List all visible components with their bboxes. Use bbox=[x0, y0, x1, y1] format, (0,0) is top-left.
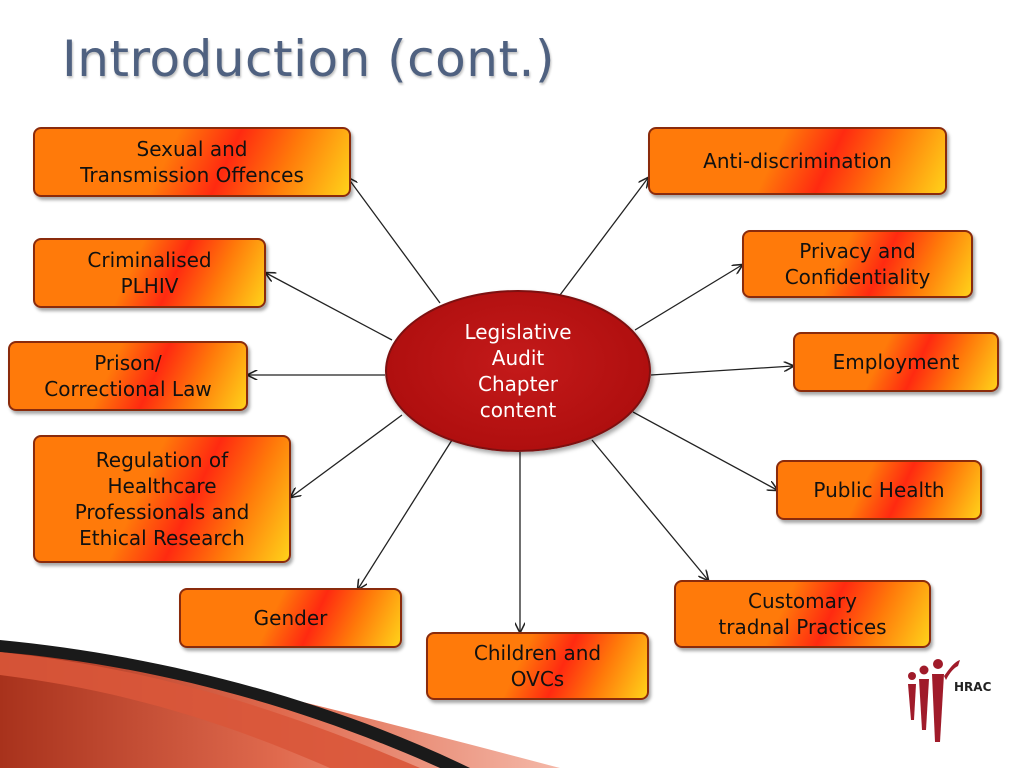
node-privacy: Privacy and Confidentiality bbox=[742, 230, 973, 298]
arrow-to-customary bbox=[591, 439, 708, 580]
node-customary-practices: Customary tradnal Practices bbox=[674, 580, 931, 648]
arrow-to-employment bbox=[650, 366, 793, 376]
node-sexual-offences: Sexual and Transmission Offences bbox=[33, 127, 351, 197]
arrow-to-criminalised bbox=[266, 273, 393, 341]
arrow-to-regulation bbox=[291, 414, 403, 497]
swoosh-orange-band bbox=[0, 652, 420, 768]
node-criminalised-plhiv: Criminalised PLHIV bbox=[33, 238, 266, 308]
node-prison-law: Prison/ Correctional Law bbox=[8, 341, 248, 411]
center-node: Legislative Audit Chapter content bbox=[385, 290, 651, 452]
hrac-logo-text: HRAC bbox=[954, 680, 992, 694]
arrow-to-sexual bbox=[348, 178, 441, 304]
node-gender: Gender bbox=[179, 588, 402, 648]
slide-title: Introduction (cont.) bbox=[62, 30, 555, 88]
node-public-health: Public Health bbox=[776, 460, 982, 520]
arrow-to-gender bbox=[358, 439, 453, 589]
arrow-to-privacy bbox=[634, 265, 742, 331]
node-anti-discrimination: Anti-discrimination bbox=[648, 127, 947, 195]
node-children-ovcs: Children and OVCs bbox=[426, 632, 649, 700]
arrow-to-publichealth bbox=[632, 411, 777, 490]
swoosh-black-band bbox=[0, 640, 470, 768]
hrac-logo-icon bbox=[908, 659, 960, 742]
arrow-to-antidiscrimination bbox=[559, 178, 648, 296]
node-regulation: Regulation of Healthcare Professionals a… bbox=[33, 435, 291, 563]
node-employment: Employment bbox=[793, 332, 999, 392]
